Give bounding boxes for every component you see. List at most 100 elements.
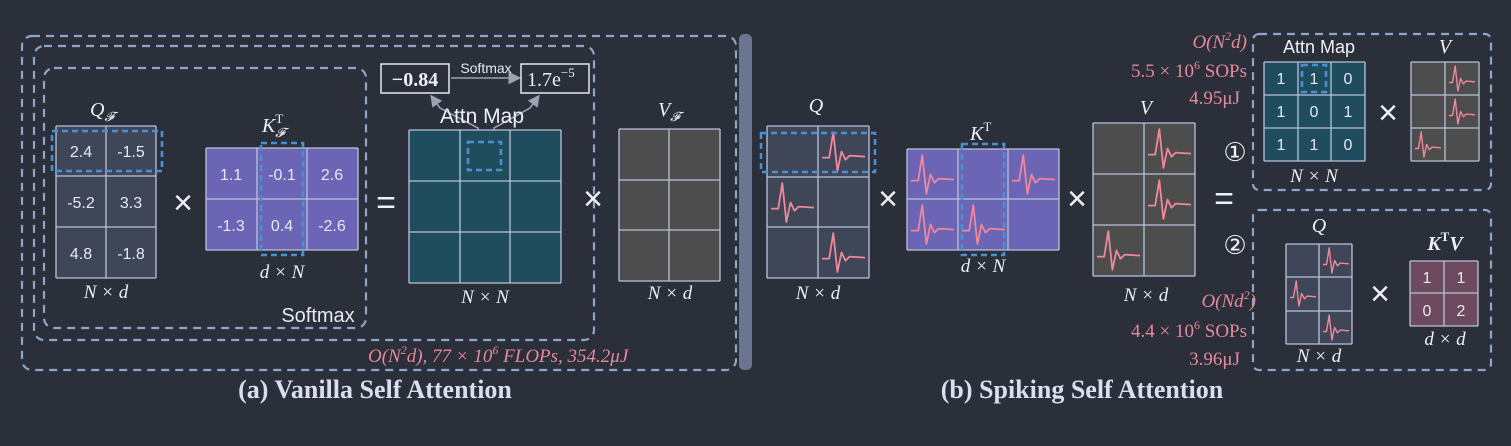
spike-icon: [962, 204, 1006, 245]
middle-dashed-frame: [32, 44, 596, 342]
k-f-cell: 2.6: [321, 167, 343, 184]
spike-icon: [1415, 131, 1442, 158]
spiking-panel: Q N × d × KT: [759, 29, 1493, 404]
bottom-cost-complexity: O(Nd2): [1201, 288, 1256, 312]
attn-map-dim: N × N: [460, 287, 510, 308]
spike-icon: [822, 131, 866, 172]
route1-dashed-frame: [1251, 32, 1493, 192]
attn-cell: 0: [1344, 71, 1353, 88]
times-sign: ×: [173, 184, 193, 222]
score-input-box: [380, 63, 450, 94]
spike-icon: [911, 154, 955, 195]
equals-sign: =: [1214, 180, 1234, 218]
k-f-dim: d × N: [260, 262, 306, 283]
q-f-matrix: 2.4 -1.5 -5.2 3.3 4.8 -1.8: [50, 125, 164, 279]
equals-sign: =: [376, 184, 396, 222]
times-sign: ×: [878, 180, 898, 218]
ktv-cell: 1: [1423, 270, 1432, 287]
attn-map-matrix: [408, 129, 562, 284]
attn-cell: 0: [1344, 137, 1353, 154]
v-f-matrix: [618, 128, 721, 282]
attn-map-label: Attn Map: [440, 105, 524, 128]
spike-icon: [1323, 247, 1350, 274]
attn-map-dim: N × N: [1289, 166, 1339, 187]
panel-divider: [739, 34, 752, 370]
softmax-box-label: Softmax: [281, 305, 354, 327]
q-dim: N × d: [795, 283, 841, 304]
times-sign: ×: [1370, 275, 1390, 313]
vanilla-cost: O(N2d), 77 × 106 FLOPs, 354.2μJ: [368, 343, 630, 367]
spike-icon: [1449, 98, 1476, 125]
v-spike-matrix: [1092, 122, 1196, 277]
attn-cell: 1: [1277, 71, 1286, 88]
attn-cell: 1: [1277, 137, 1286, 154]
spike-icon: [911, 204, 955, 245]
q-label: Q: [809, 95, 824, 117]
spike-icon: [771, 182, 815, 223]
attn-cell: 0: [1310, 104, 1319, 121]
k-f-matrix: 1.1 -0.1 2.6 -1.3 0.4 -2.6: [205, 141, 359, 257]
ktv-cell: 1: [1457, 270, 1466, 287]
q-row-highlight: [759, 131, 877, 174]
ktv-cell: 0: [1423, 303, 1432, 320]
q-f-cell: -1.8: [117, 246, 145, 263]
k-dim: d × N: [961, 256, 1007, 277]
bottom-cost: O(Nd2) 4.4 × 106 SOPs 3.96μJ: [1131, 288, 1256, 370]
spike-icon: [822, 232, 866, 273]
score-output-box: [520, 63, 590, 94]
bottom-cost-sops: 4.4 × 106 SOPs: [1131, 318, 1247, 342]
q-spike-matrix: [759, 125, 877, 279]
q-f-label: Q𝓕: [90, 99, 118, 124]
binary-attn-matrix: 1 1 0 1 0 1 1 1 0: [1263, 61, 1366, 162]
softmax-dashed-frame: [42, 66, 368, 330]
spike-icon: [1012, 154, 1056, 195]
score-output: 1.7e−5: [527, 65, 575, 91]
k-f-cell: 1.1: [220, 167, 242, 184]
spike-icon: [1449, 65, 1476, 92]
q-f-cell: 2.4: [70, 144, 92, 161]
ktv-label: KTV: [1426, 229, 1464, 255]
v-label: V: [1439, 36, 1454, 58]
vanilla-title: (a) Vanilla Self Attention: [238, 375, 512, 404]
v-dim: N × d: [1123, 285, 1169, 306]
times-sign: ×: [1067, 180, 1087, 218]
q-f-cell: -1.5: [117, 144, 145, 161]
top-cost-energy: 4.95μJ: [1189, 88, 1240, 109]
times-sign: ×: [583, 180, 603, 218]
attn-cell: 1: [1310, 137, 1319, 154]
k-spike-matrix: [906, 142, 1060, 257]
k-label: KT: [969, 119, 991, 145]
top-cost: O(N2d) 5.5 × 106 SOPs 4.95μJ: [1131, 29, 1247, 109]
q2-spike-matrix: [1285, 243, 1353, 345]
score-input: −0.84: [392, 69, 438, 91]
ktv-cell: 2: [1457, 303, 1466, 320]
q-f-dim: N × d: [83, 282, 129, 303]
attn-cell: 1: [1277, 104, 1286, 121]
vanilla-panel: Q𝓕 2.4 -1.5 -5.2 3.3 4.8 -1.8 N × d × KT…: [20, 34, 738, 404]
v-f-label: V𝓕: [658, 99, 684, 124]
attn-cell: 1: [1310, 71, 1319, 88]
route2-marker: ②: [1223, 230, 1246, 260]
times-sign: ×: [1378, 94, 1398, 132]
q2-dim: N × d: [1296, 346, 1342, 367]
attn-cell-highlight: [1300, 63, 1328, 94]
attn-map-label: Attn Map: [1283, 37, 1355, 57]
v2-spike-matrix: [1410, 61, 1480, 162]
k-f-cell: 0.4: [271, 218, 293, 235]
k-col-highlight: [960, 142, 1006, 257]
route1-marker: ①: [1223, 137, 1246, 167]
softmax-arrow-label: Softmax: [460, 60, 511, 76]
v-f-dim: N × d: [647, 283, 693, 304]
ktv-matrix: 1 1 0 2: [1409, 260, 1479, 327]
spike-icon: [1097, 230, 1141, 271]
k-f-cell: -0.1: [268, 167, 296, 184]
q-f-cell: 4.8: [70, 246, 92, 263]
k-f-cell: -1.3: [217, 218, 245, 235]
top-cost-complexity: O(N2d): [1192, 29, 1247, 53]
spiking-title: (b) Spiking Self Attention: [941, 375, 1224, 404]
attn-cell: 1: [1344, 104, 1353, 121]
v-label: V: [1140, 97, 1155, 119]
ktv-dim: d × d: [1424, 329, 1466, 350]
